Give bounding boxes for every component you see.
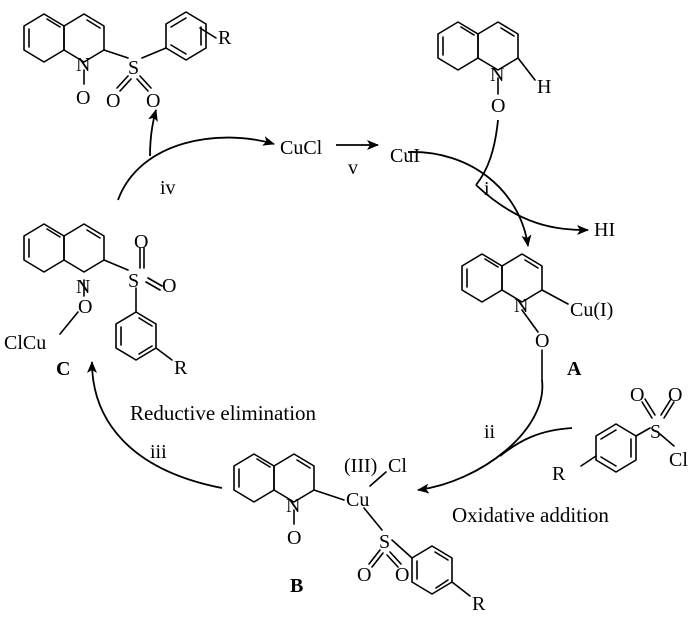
b-r-label: R [472, 593, 486, 615]
reagent-so-o1-label: O [630, 384, 644, 406]
reductive-elimination-caption: Reductive elimination [130, 401, 317, 425]
oxidative-addition-caption: Oxidative addition [452, 503, 609, 527]
b-o-label: O [287, 527, 301, 549]
step-iv-label: iv [160, 177, 176, 199]
substrate-h-label: H [537, 76, 551, 98]
intermediate-a-molecule: N O Cu(I) A [461, 253, 613, 381]
b-s-label: S [379, 531, 390, 553]
c-clcu-label: ClCu [4, 332, 46, 354]
intermediate-c-molecule: N O ClCu S O O R C [4, 223, 188, 380]
reagent-so-o2-label: O [668, 384, 682, 406]
a-cu-label: Cu(I) [570, 299, 613, 321]
arrow-cui-to-a-step-i [407, 151, 532, 247]
b-so-o1-label: O [357, 564, 371, 586]
product-r-label: R [218, 27, 232, 49]
b-oxidation-state-label: (III) [344, 455, 377, 477]
arrow-reagent-in [499, 427, 573, 457]
c-compound-label: C [56, 358, 70, 380]
arrow-c-to-cucl [117, 136, 275, 201]
b-cl-label: Cl [388, 455, 407, 477]
reagent-s-label: S [650, 421, 661, 443]
a-compound-label: A [567, 358, 582, 380]
product-s-label: S [128, 57, 139, 79]
step-iii-label: iii [150, 441, 167, 463]
b-compound-label: B [290, 575, 303, 597]
arrow-b-to-c-step-iii [87, 361, 223, 489]
step-i-label: i [484, 178, 490, 200]
step-v-label: v [348, 157, 358, 179]
step-ii-label: ii [484, 421, 496, 443]
product-so-o2-label: O [146, 90, 160, 112]
arrow-substrate-in [475, 119, 499, 186]
substrate-o-label: O [491, 95, 505, 117]
c-n-label: N [76, 276, 90, 298]
arrow-to-product [148, 109, 158, 157]
c-so-o2-label: O [162, 275, 176, 297]
a-o-label: O [535, 330, 549, 352]
reagent-r-label: R [552, 463, 566, 485]
c-so-o1-label: O [134, 231, 148, 253]
c-r-label: R [174, 357, 188, 379]
product-n-label: N [76, 54, 90, 76]
cui-label: CuI [390, 145, 420, 167]
c-o-label: O [78, 296, 92, 318]
reagent-cl-label: Cl [669, 449, 688, 471]
cucl-label: CuCl [280, 137, 323, 159]
intermediate-b-molecule: N O Cu (III) Cl S O O R B [233, 453, 486, 615]
quinoline-n-oxide-substrate: N H O [437, 21, 551, 117]
arrow-hi-out [475, 184, 589, 235]
c-s-label: S [128, 270, 139, 292]
product-molecule: R N O S O O [23, 11, 232, 112]
b-cu-label: Cu [346, 489, 369, 511]
a-n-label: N [514, 295, 528, 317]
product-no-o-label: O [76, 87, 90, 109]
arrow-a-to-b-step-ii [417, 379, 544, 494]
substrate-n-label: N [490, 64, 504, 86]
b-n-label: N [286, 495, 300, 517]
product-so-o1-label: O [106, 90, 120, 112]
arylsulfonyl-chloride-reagent: R S O O Cl [552, 384, 688, 485]
b-so-o2-label: O [395, 564, 409, 586]
hi-label: HI [594, 219, 615, 241]
